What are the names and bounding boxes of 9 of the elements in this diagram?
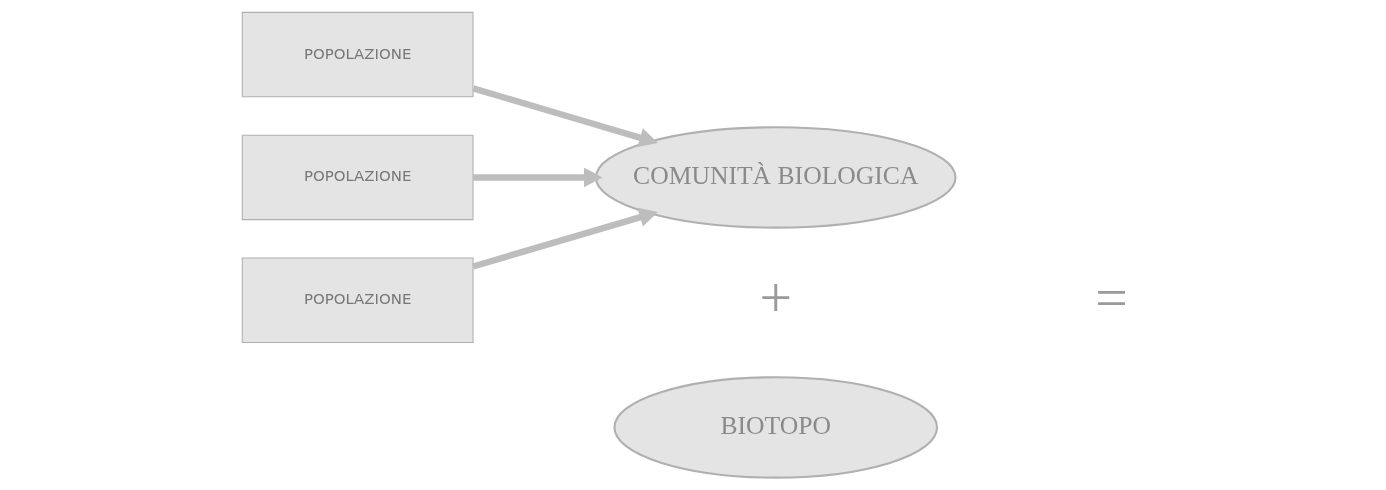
node-box: POPOLAZIONE: [241, 134, 474, 221]
label: +: [758, 266, 792, 330]
node-ellipse: BIOTOPO: [612, 376, 938, 479]
node-box: POPOLAZIONE: [241, 257, 474, 343]
label: =: [1094, 266, 1128, 330]
node-box: POPOLAZIONE: [241, 11, 474, 98]
arrow: [471, 207, 658, 270]
arrow: [471, 85, 658, 148]
arrow: [472, 167, 603, 188]
